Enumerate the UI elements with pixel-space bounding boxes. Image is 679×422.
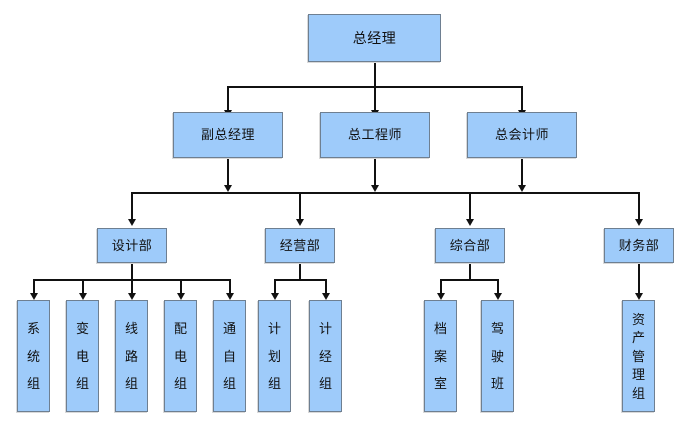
connector-general-dept-down: [469, 263, 471, 280]
arrowhead-line-group: [128, 293, 136, 300]
node-system-group-char-1: 统: [26, 348, 40, 364]
connector-to-comm-auto-group: [229, 279, 231, 295]
node-line-group[interactable]: 线 路 组: [115, 300, 148, 412]
node-asset-management-group-char-1: 产: [631, 330, 645, 345]
node-chief-engineer[interactable]: 总工程师: [320, 112, 430, 158]
connector-to-distribution-group: [180, 279, 182, 295]
node-plan-economy-group-char-0: 计: [318, 320, 332, 336]
node-archive-room-char-2: 室: [433, 376, 447, 392]
node-driving-team-char-1: 驶: [490, 348, 504, 364]
connector-bus-business-children: [274, 279, 326, 281]
node-plan-economy-group-char-1: 经: [318, 348, 332, 364]
arrowhead-asset-mgmt-group: [635, 293, 643, 300]
connector-chief-engineer-down: [374, 158, 376, 186]
node-line-group-char-2: 组: [124, 376, 138, 392]
node-asset-management-group-char-4: 组: [631, 385, 645, 401]
node-archive-room-char-1: 案: [433, 348, 447, 364]
connector-to-business-dept: [299, 192, 301, 220]
node-substation-group-char-2: 组: [75, 376, 89, 392]
node-comm-automation-group[interactable]: 通 自 组: [213, 300, 246, 412]
connector-to-archive-room: [440, 279, 442, 295]
arrowhead-substation-group: [79, 293, 87, 300]
node-planning-group[interactable]: 计 划 组: [258, 300, 291, 412]
arrowhead-finance-dept: [635, 219, 643, 226]
node-asset-management-group[interactable]: 资 产 管 理 组: [622, 300, 655, 412]
node-archive-room-char-0: 档: [433, 320, 447, 336]
connector-chief-accountant-down: [521, 158, 523, 186]
connector-to-design-dept: [131, 192, 133, 220]
arrowhead-planecon-group: [322, 293, 330, 300]
connector-to-system-group: [33, 279, 35, 295]
arrowhead-system-group: [30, 293, 38, 300]
node-business-department[interactable]: 经营部: [265, 228, 335, 263]
node-planning-group-char-2: 组: [267, 376, 281, 392]
node-line-group-char-0: 线: [124, 320, 138, 336]
arrowhead-design-dept: [128, 219, 136, 226]
arrowhead-business-dept: [296, 219, 304, 226]
node-distribution-group[interactable]: 配 电 组: [164, 300, 197, 412]
connector-business-dept-down: [299, 263, 301, 280]
node-asset-management-group-char-0: 资: [631, 311, 645, 327]
connector-to-deputy-gm: [227, 86, 229, 112]
arrowhead-driver-team: [494, 293, 502, 300]
node-asset-management-group-char-3: 理: [631, 367, 645, 382]
node-distribution-group-char-2: 组: [173, 376, 187, 392]
node-archive-room[interactable]: 档 案 室: [424, 300, 457, 412]
node-driving-team-char-2: 班: [490, 376, 504, 392]
connector-to-line-group: [131, 279, 133, 295]
node-system-group-char-0: 系: [26, 320, 40, 336]
node-substation-group-char-0: 变: [75, 320, 89, 336]
node-distribution-group-char-1: 电: [173, 348, 187, 364]
connector-to-general-dept: [469, 192, 471, 220]
connector-to-chief-accountant: [521, 86, 523, 112]
connector-to-plan-group: [274, 279, 276, 295]
node-driving-team[interactable]: 驾 驶 班: [481, 300, 514, 412]
node-plan-economy-group[interactable]: 计 经 组: [309, 300, 342, 412]
connector-to-planecon-group: [325, 279, 327, 295]
connector-bus-general-children: [440, 279, 498, 281]
node-driving-team-char-0: 驾: [490, 320, 504, 336]
node-planning-group-char-1: 划: [267, 348, 281, 364]
node-finance-department[interactable]: 财务部: [604, 228, 674, 263]
connector-to-chief-engineer: [374, 86, 376, 112]
node-deputy-general-manager[interactable]: 副总经理: [173, 112, 283, 158]
node-substation-group-char-1: 电: [75, 348, 89, 364]
node-system-group[interactable]: 系 统 组: [17, 300, 50, 412]
node-general-manager[interactable]: 总经理: [308, 14, 441, 62]
connector-deputy-gm-down: [227, 158, 229, 186]
node-comm-automation-group-char-1: 自: [222, 348, 236, 364]
arrowhead-general-dept: [466, 219, 474, 226]
arrowhead-bus-from-deputy-gm: [224, 185, 232, 192]
arrowhead-bus-from-chief-engineer: [371, 185, 379, 192]
node-comm-automation-group-char-0: 通: [222, 320, 236, 336]
node-distribution-group-char-0: 配: [173, 320, 187, 336]
connector-design-dept-down: [131, 263, 133, 280]
connector-bus-level3: [131, 192, 640, 194]
node-planning-group-char-0: 计: [267, 320, 281, 336]
node-line-group-char-1: 路: [124, 348, 138, 364]
arrowhead-plan-group: [271, 293, 279, 300]
node-chief-accountant[interactable]: 总会计师: [467, 112, 577, 158]
connector-to-finance-dept: [638, 192, 640, 220]
node-plan-economy-group-char-2: 组: [318, 376, 332, 392]
node-design-department[interactable]: 设计部: [97, 228, 167, 263]
connector-top-drop: [374, 62, 376, 88]
node-asset-management-group-char-2: 管: [631, 348, 645, 364]
arrowhead-comm-auto-group: [226, 293, 234, 300]
node-comm-automation-group-char-2: 组: [222, 376, 236, 392]
connector-finance-dept-down: [638, 263, 640, 295]
node-general-affairs-department[interactable]: 综合部: [435, 228, 505, 263]
arrowhead-distribution-group: [177, 293, 185, 300]
node-system-group-char-2: 组: [26, 376, 40, 392]
arrowhead-archive-room: [437, 293, 445, 300]
node-substation-group[interactable]: 变 电 组: [66, 300, 99, 412]
connector-to-driver-team: [497, 279, 499, 295]
connector-to-substation-group: [82, 279, 84, 295]
arrowhead-bus-from-chief-accountant: [518, 185, 526, 192]
